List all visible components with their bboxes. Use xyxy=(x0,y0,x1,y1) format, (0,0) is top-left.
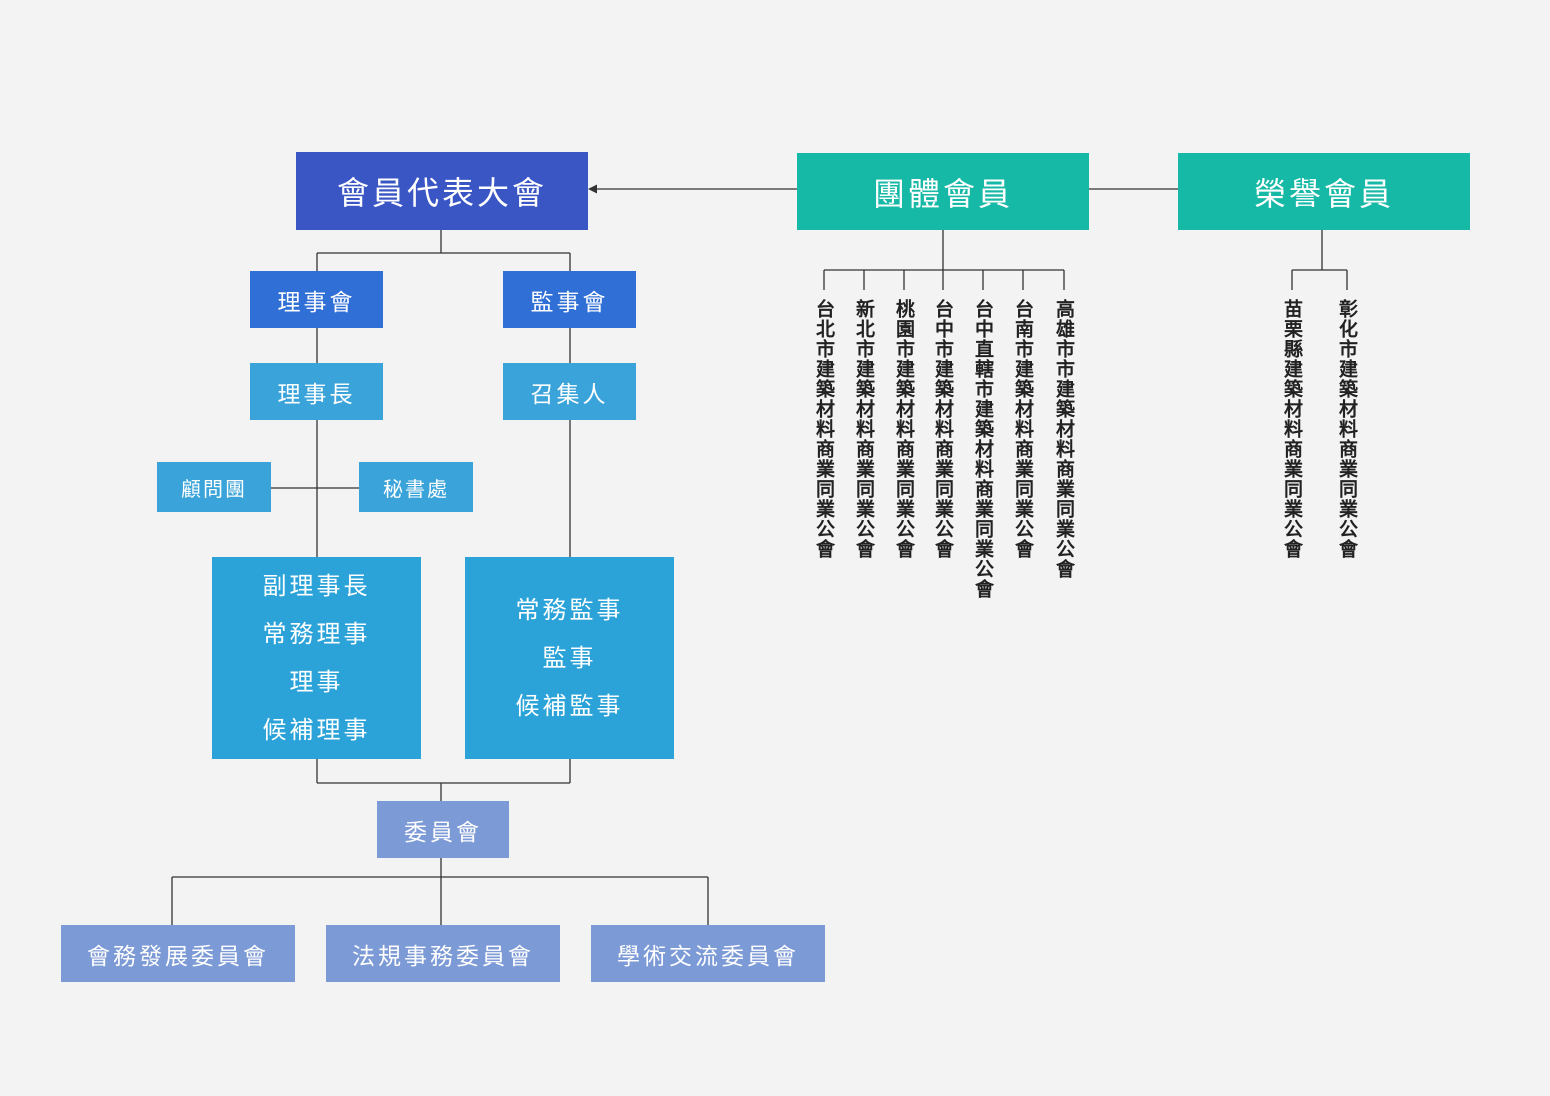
sub-committee-label: 學術交流委員會 xyxy=(617,943,799,970)
supervisor-member-item: 監事 xyxy=(542,644,597,672)
assembly-label: 會員代表大會 xyxy=(336,174,547,212)
supervisors-box[interactable]: 監事會 xyxy=(503,271,636,328)
board-member-item: 候補理事 xyxy=(262,716,371,744)
group-member-item: 台中市建築材料商業同業公會 xyxy=(932,299,954,559)
advisors-label: 顧問團 xyxy=(181,476,247,501)
assembly-box[interactable]: 會員代表大會 xyxy=(296,152,588,230)
convener-box[interactable]: 召集人 xyxy=(503,363,636,420)
supervisor-member-item: 候補監事 xyxy=(515,692,624,720)
honor-members-label: 榮譽會員 xyxy=(1253,174,1394,213)
secretariat-label: 秘書處 xyxy=(383,476,449,501)
board-members-box[interactable]: 副理事長 常務理事 理事 候補理事 xyxy=(212,557,421,759)
honor-members-box[interactable]: 榮譽會員 xyxy=(1178,153,1470,230)
committee-label: 委員會 xyxy=(404,819,482,846)
honor-member-item: 彰化市建築材料商業同業公會 xyxy=(1336,299,1358,559)
committee-box[interactable]: 委員會 xyxy=(377,801,509,858)
group-member-item: 台南市建築材料商業同業公會 xyxy=(1012,299,1034,559)
board-box[interactable]: 理事會 xyxy=(250,271,383,328)
chairman-box[interactable]: 理事長 xyxy=(250,363,383,420)
group-member-item: 高雄市市建築材料商業同業公會 xyxy=(1053,299,1075,579)
sub-committee-label: 法規事務委員會 xyxy=(352,943,534,970)
arrow-head-icon xyxy=(588,184,597,194)
board-member-item: 理事 xyxy=(289,668,344,696)
chairman-label: 理事長 xyxy=(277,381,356,408)
group-member-item: 台中直轄市建築材料商業同業公會 xyxy=(972,299,994,599)
sub-committee-box[interactable]: 學術交流委員會 xyxy=(591,925,825,982)
board-member-item: 副理事長 xyxy=(262,572,371,600)
board-member-item: 常務理事 xyxy=(262,620,371,648)
convener-label: 召集人 xyxy=(530,381,609,408)
group-member-item: 台北市建築材料商業同業公會 xyxy=(813,299,835,559)
sub-committee-label: 會務發展委員會 xyxy=(87,943,269,970)
supervisors-label: 監事會 xyxy=(530,289,609,316)
secretariat-box[interactable]: 秘書處 xyxy=(359,462,473,512)
honor-member-item: 苗栗縣建築材料商業同業公會 xyxy=(1281,299,1303,559)
supervisor-member-item: 常務監事 xyxy=(515,596,624,624)
advisors-box[interactable]: 顧問團 xyxy=(157,462,271,512)
group-member-item: 新北市建築材料商業同業公會 xyxy=(853,299,875,559)
sub-committee-box[interactable]: 法規事務委員會 xyxy=(326,925,560,982)
group-members-box[interactable]: 團體會員 xyxy=(797,153,1089,230)
sub-committee-box[interactable]: 會務發展委員會 xyxy=(61,925,295,982)
group-members-label: 團體會員 xyxy=(872,174,1013,213)
supervisor-members-box[interactable]: 常務監事 監事 候補監事 xyxy=(465,557,674,759)
board-label: 理事會 xyxy=(277,289,356,316)
group-member-item: 桃園市建築材料商業同業公會 xyxy=(893,299,915,559)
